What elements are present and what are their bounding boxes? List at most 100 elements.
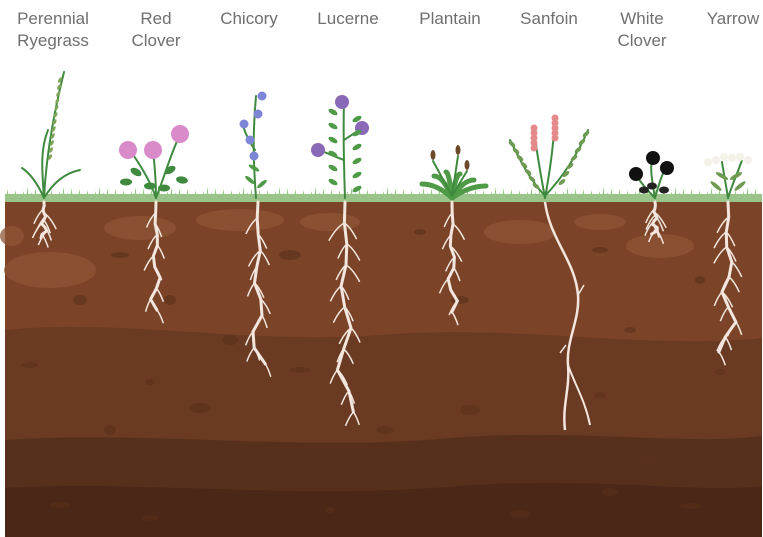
- soil-patch: [0, 226, 24, 246]
- grass-blade: [26, 187, 29, 199]
- soil-pebble: [325, 507, 335, 513]
- leaf: [508, 140, 517, 148]
- grass-blade: [610, 188, 613, 199]
- chicory-flower: [250, 152, 259, 161]
- grass-blade: [22, 168, 44, 198]
- plant-perennial-ryegrass: [22, 72, 80, 198]
- leaf: [120, 179, 132, 186]
- yarrow-flower: [704, 158, 712, 166]
- soil-patch: [4, 252, 96, 288]
- soil-pebble: [602, 488, 618, 496]
- leaf: [715, 171, 729, 181]
- grass-blade: [250, 188, 253, 199]
- leaf: [351, 170, 362, 179]
- label-plantain: Plantain: [400, 8, 500, 30]
- leaf: [351, 184, 362, 193]
- grass-blade: [530, 187, 533, 199]
- grass-blade: [106, 188, 109, 199]
- yarrow-flower: [728, 154, 736, 162]
- leaf: [351, 156, 362, 165]
- grass-blade: [746, 187, 749, 199]
- grass-blade: [134, 187, 137, 199]
- grass-blade: [574, 188, 577, 199]
- leaf: [729, 171, 743, 181]
- label-lucerne: Lucerne: [298, 8, 398, 30]
- stem: [722, 162, 728, 198]
- soil-patch: [104, 216, 176, 240]
- grass-blade: [44, 170, 80, 198]
- grass-blade: [430, 188, 433, 199]
- plantain-seed-head: [465, 160, 470, 170]
- soil-pebble: [592, 247, 608, 253]
- plant-lucerne: [311, 95, 369, 198]
- grass-blade: [286, 188, 289, 199]
- soil-pebble: [377, 426, 393, 434]
- leaf: [327, 163, 338, 172]
- chicory-flower: [240, 120, 249, 129]
- label-chicory: Chicory: [199, 8, 299, 30]
- leaf: [647, 183, 657, 190]
- chicory-flower: [246, 136, 255, 145]
- chicory-flower: [258, 92, 267, 101]
- grass-blade: [242, 187, 245, 199]
- grass-blade: [70, 188, 73, 199]
- grass-blade: [602, 187, 605, 199]
- grass-blade: [322, 188, 325, 199]
- stem: [344, 100, 345, 198]
- soil-pebble: [695, 276, 705, 284]
- soil-pebble: [111, 252, 129, 258]
- soil-patch: [626, 234, 694, 258]
- clover-flower-head: [171, 125, 189, 143]
- grass-blade: [206, 187, 209, 199]
- soil-pebble: [715, 369, 725, 375]
- soil-pebble: [279, 250, 301, 260]
- leaf: [175, 176, 188, 185]
- white-clover-flower-head: [646, 151, 660, 165]
- soil-pebble: [641, 455, 659, 465]
- leaf: [158, 185, 170, 192]
- leaf: [327, 107, 338, 116]
- leaf: [574, 146, 583, 154]
- leaf: [256, 179, 268, 190]
- soil-patch: [300, 213, 360, 231]
- plant-white-clover: [629, 151, 674, 198]
- soil-layers: [0, 202, 762, 537]
- grass-blade: [494, 187, 497, 199]
- grass-blade: [754, 188, 757, 199]
- soil-pebble: [510, 510, 530, 518]
- soil-patch: [196, 209, 284, 231]
- leaf: [327, 177, 338, 186]
- lucerne-flower-cluster: [335, 95, 349, 109]
- leaf: [639, 187, 649, 194]
- grass-blade: [142, 188, 145, 199]
- soil-pebble: [104, 425, 116, 435]
- lucerne-flower-cluster: [311, 143, 325, 157]
- grass-blade: [566, 187, 569, 199]
- soil-pebble: [624, 327, 636, 333]
- grass-blade: [178, 188, 181, 199]
- yarrow-flower: [736, 153, 744, 161]
- leaf: [351, 142, 362, 151]
- stem: [651, 160, 655, 198]
- grass-blade: [98, 187, 101, 199]
- grass-blade: [62, 187, 65, 199]
- grass-blade: [170, 187, 173, 199]
- plantain-seed-head: [431, 150, 436, 160]
- yarrow-flower: [712, 156, 720, 164]
- soil-pebble: [145, 379, 155, 385]
- grass-blade: [214, 188, 217, 199]
- soil-pebble: [22, 362, 38, 368]
- yarrow-flower: [720, 153, 728, 161]
- white-clover-flower-head: [629, 167, 643, 181]
- sanfoin-flower: [531, 145, 538, 152]
- grass-blade: [502, 188, 505, 199]
- soil-pebble: [164, 295, 176, 305]
- leaf: [144, 183, 156, 190]
- grass-blade: [422, 187, 425, 199]
- grass-blade: [350, 187, 353, 199]
- grass-blade: [394, 188, 397, 199]
